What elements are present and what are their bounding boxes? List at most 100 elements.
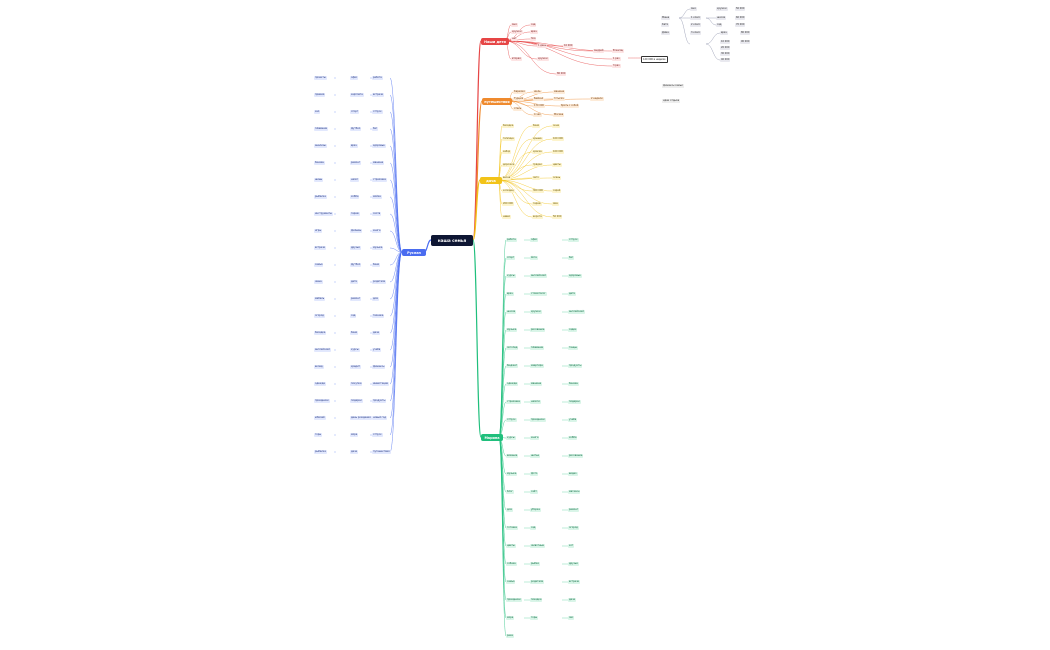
mind-map-node[interactable]: книги xyxy=(372,229,382,233)
mind-map-node[interactable]: фото xyxy=(530,472,539,476)
mind-map-node[interactable]: английский xyxy=(530,274,547,278)
mind-map-node[interactable]: сарай xyxy=(552,189,562,193)
mind-map-node[interactable]: Москва xyxy=(553,113,565,117)
mind-map-node[interactable]: горы xyxy=(530,616,539,620)
mind-map-node[interactable]: музыка xyxy=(506,328,518,332)
mind-map-node[interactable]: дети xyxy=(568,292,577,296)
mind-map-node[interactable]: офис xyxy=(350,76,359,80)
mind-map-node[interactable]: грядки xyxy=(532,163,543,167)
mind-map-node[interactable]: навес xyxy=(502,215,512,219)
mind-map-node[interactable]: рисование xyxy=(568,454,584,458)
mind-map-node[interactable]: отпуск xyxy=(568,238,579,242)
mind-map-node[interactable]: видео xyxy=(568,472,578,476)
mind-map-node[interactable]: праздники xyxy=(530,418,546,422)
mind-map-node[interactable]: проекты xyxy=(314,76,327,80)
mind-map-node[interactable]: 3 класс xyxy=(690,31,702,35)
mind-map-node[interactable]: В месяц xyxy=(612,49,625,53)
mind-map-node[interactable]: бюджет xyxy=(506,364,519,368)
mind-map-node[interactable]: плавание xyxy=(314,127,329,131)
mind-map-node[interactable]: родители xyxy=(530,580,545,584)
mind-map-node[interactable]: море xyxy=(350,433,359,437)
mind-map-node[interactable]: 300 000 xyxy=(532,189,544,193)
mind-map-node[interactable]: окна xyxy=(552,124,560,128)
mind-map-node[interactable]: Турция xyxy=(513,97,525,101)
mind-map-node[interactable]: Дима xyxy=(661,31,670,35)
mind-map-node[interactable]: бензин xyxy=(314,161,325,165)
mind-map-node[interactable]: футбол xyxy=(350,127,362,131)
mind-map-node[interactable]: инструменты xyxy=(314,212,333,216)
mind-map-node[interactable]: лето xyxy=(532,176,540,180)
mind-map-node[interactable]: 50 000 xyxy=(735,7,746,11)
mind-map-node[interactable]: учеба xyxy=(568,418,578,422)
mind-map-node[interactable]: врач xyxy=(720,31,728,35)
mind-map-node[interactable]: музыка xyxy=(506,472,518,476)
mind-map-node[interactable]: одежда xyxy=(506,382,518,386)
mind-map-node[interactable]: продукты xyxy=(372,399,387,403)
mind-map-node[interactable]: уборка xyxy=(530,508,541,512)
mind-map-node[interactable]: машина xyxy=(553,90,566,94)
mind-map-node[interactable]: море xyxy=(506,616,515,620)
mind-map-node[interactable]: школа xyxy=(506,310,517,314)
mind-map-node[interactable]: 4 чел xyxy=(533,113,542,117)
mind-map-node[interactable]: встречи xyxy=(568,580,581,584)
mind-map-node[interactable]: стоматолог xyxy=(530,292,547,296)
mind-map-node[interactable]: танцы xyxy=(568,346,578,350)
mind-map-node[interactable]: 20 000 xyxy=(720,46,731,50)
mind-map-node[interactable]: подарки xyxy=(350,399,363,403)
mind-map-node[interactable]: плавание xyxy=(530,346,545,350)
mind-map-node[interactable]: дом xyxy=(506,508,513,512)
mind-map-node[interactable]: Аня xyxy=(511,23,518,27)
mind-map-node[interactable]: техника xyxy=(372,314,385,318)
mind-map-node[interactable]: 170 000 xyxy=(533,104,545,108)
mind-map-node[interactable]: дорожки xyxy=(502,163,516,167)
mind-map-node[interactable]: работа xyxy=(372,76,383,80)
mind-map-node[interactable]: теплица xyxy=(502,137,515,141)
mind-map-node[interactable]: спорт xyxy=(506,256,516,260)
mind-map-node[interactable]: путешествия xyxy=(372,450,391,454)
mind-map-node[interactable]: 90 000 xyxy=(740,40,751,44)
mind-map-node[interactable]: бег xyxy=(372,127,379,131)
mind-map-node[interactable]: поездки xyxy=(530,598,543,602)
mind-map-node[interactable]: огород xyxy=(314,314,325,318)
mind-map-node[interactable]: ворота xyxy=(532,215,543,219)
mind-map-node[interactable]: мойка xyxy=(372,195,382,199)
mind-map-node[interactable]: встречи xyxy=(314,246,327,250)
mind-map-node[interactable]: цветы xyxy=(506,544,516,548)
mind-map-node[interactable]: баня xyxy=(372,263,380,267)
mind-map-node[interactable]: страховка xyxy=(506,400,521,404)
mind-map-node[interactable]: нет xyxy=(511,37,518,41)
mind-map-node[interactable]: дом xyxy=(372,297,379,301)
mind-map-node[interactable]: 80 000 xyxy=(740,31,751,35)
mind-map-node[interactable]: зал xyxy=(314,110,321,114)
mind-map-node[interactable]: рисование xyxy=(530,328,546,332)
mind-map-node[interactable]: вязание xyxy=(506,454,519,458)
mind-map-node[interactable]: 50 000 xyxy=(552,215,563,219)
mind-map-node[interactable]: продукты xyxy=(568,364,583,368)
mind-map-node[interactable]: мебель xyxy=(314,297,326,301)
mind-map-node[interactable]: хобби xyxy=(350,195,360,199)
mind-map-node[interactable]: гараж xyxy=(350,212,360,216)
mind-map-node[interactable]: цветы xyxy=(552,163,562,167)
mind-map-node[interactable]: курсы xyxy=(506,274,516,278)
branch-travel[interactable]: путешествия xyxy=(482,98,512,105)
mind-map-node[interactable]: машина xyxy=(530,382,543,386)
mind-map-node[interactable]: друзья xyxy=(568,562,579,566)
mind-map-node[interactable]: брать с собой xyxy=(560,104,580,108)
mind-map-node[interactable]: учеба xyxy=(372,348,382,352)
mind-map-node[interactable]: встречи xyxy=(372,93,385,97)
mind-map-node[interactable]: вклад xyxy=(314,365,324,369)
mind-map-node[interactable]: 1 класс xyxy=(690,16,702,20)
mind-map-node[interactable]: садик xyxy=(568,328,578,332)
mind-map-node[interactable]: кружки xyxy=(537,57,549,61)
mind-map-node[interactable]: спорт xyxy=(350,110,360,114)
mind-map-node[interactable]: отпуск xyxy=(372,110,383,114)
mind-map-node[interactable]: 200 000 xyxy=(502,202,514,206)
mind-map-node[interactable]: музыка xyxy=(372,246,384,250)
mind-map-node[interactable]: отель xyxy=(513,107,523,111)
mind-map-node[interactable]: блог xyxy=(506,490,514,494)
mind-map-node[interactable]: футбол xyxy=(350,263,362,267)
mind-map-node[interactable]: крыша xyxy=(532,137,543,141)
mind-map-node[interactable]: беседка xyxy=(502,124,515,128)
mind-map-node[interactable]: офис xyxy=(530,238,539,242)
mind-map-node[interactable]: собака xyxy=(506,562,517,566)
